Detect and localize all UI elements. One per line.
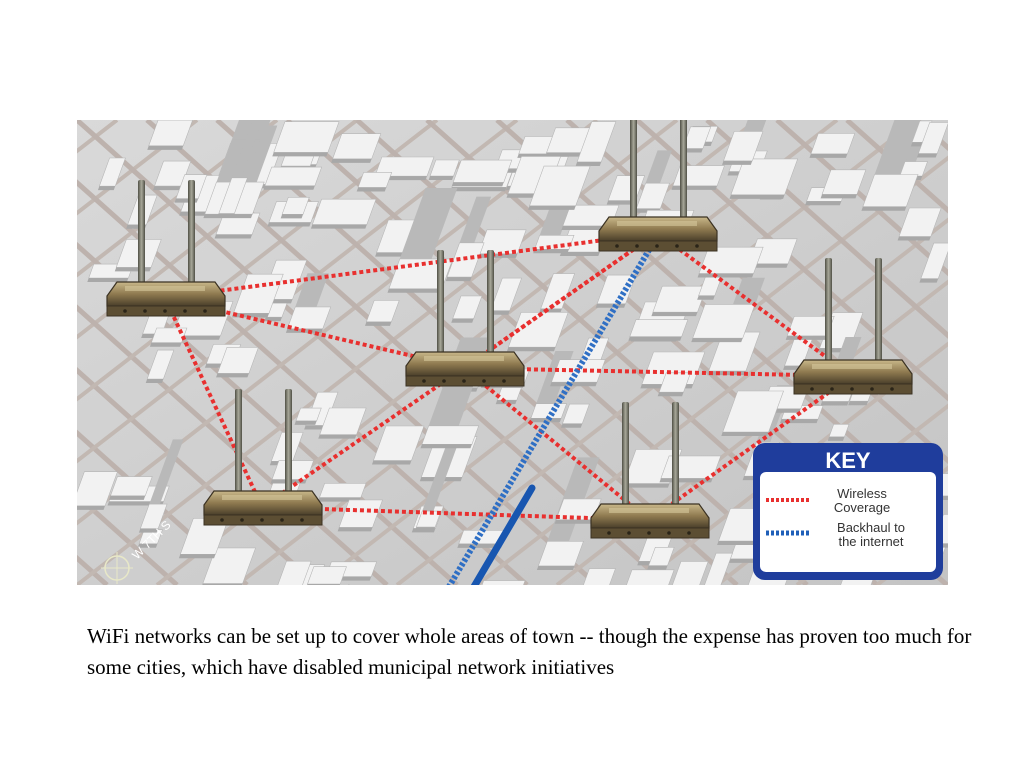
key-title: KEY xyxy=(825,448,871,473)
figure-caption: WiFi networks can be set up to cover who… xyxy=(87,621,987,683)
building xyxy=(698,247,764,277)
legend-label-coverage-2: Coverage xyxy=(834,500,890,515)
building xyxy=(671,166,724,190)
legend-label-backhaul-2: the internet xyxy=(838,534,903,549)
building xyxy=(452,160,512,186)
building xyxy=(628,320,687,341)
legend-label-coverage-1: Wireless xyxy=(837,486,887,501)
building xyxy=(263,167,321,190)
building xyxy=(311,199,376,228)
building xyxy=(659,456,720,482)
city-map-illustration: W 7TH S KEY Wireless Coverage Backhaul t… xyxy=(77,120,948,585)
building xyxy=(476,581,525,585)
building xyxy=(318,483,366,501)
legend-key: KEY Wireless Coverage Backhaul to the in… xyxy=(753,443,943,580)
legend-label-backhaul-1: Backhaul to xyxy=(837,520,905,535)
wifi-network-diagram: W 7TH S KEY Wireless Coverage Backhaul t… xyxy=(77,120,948,585)
